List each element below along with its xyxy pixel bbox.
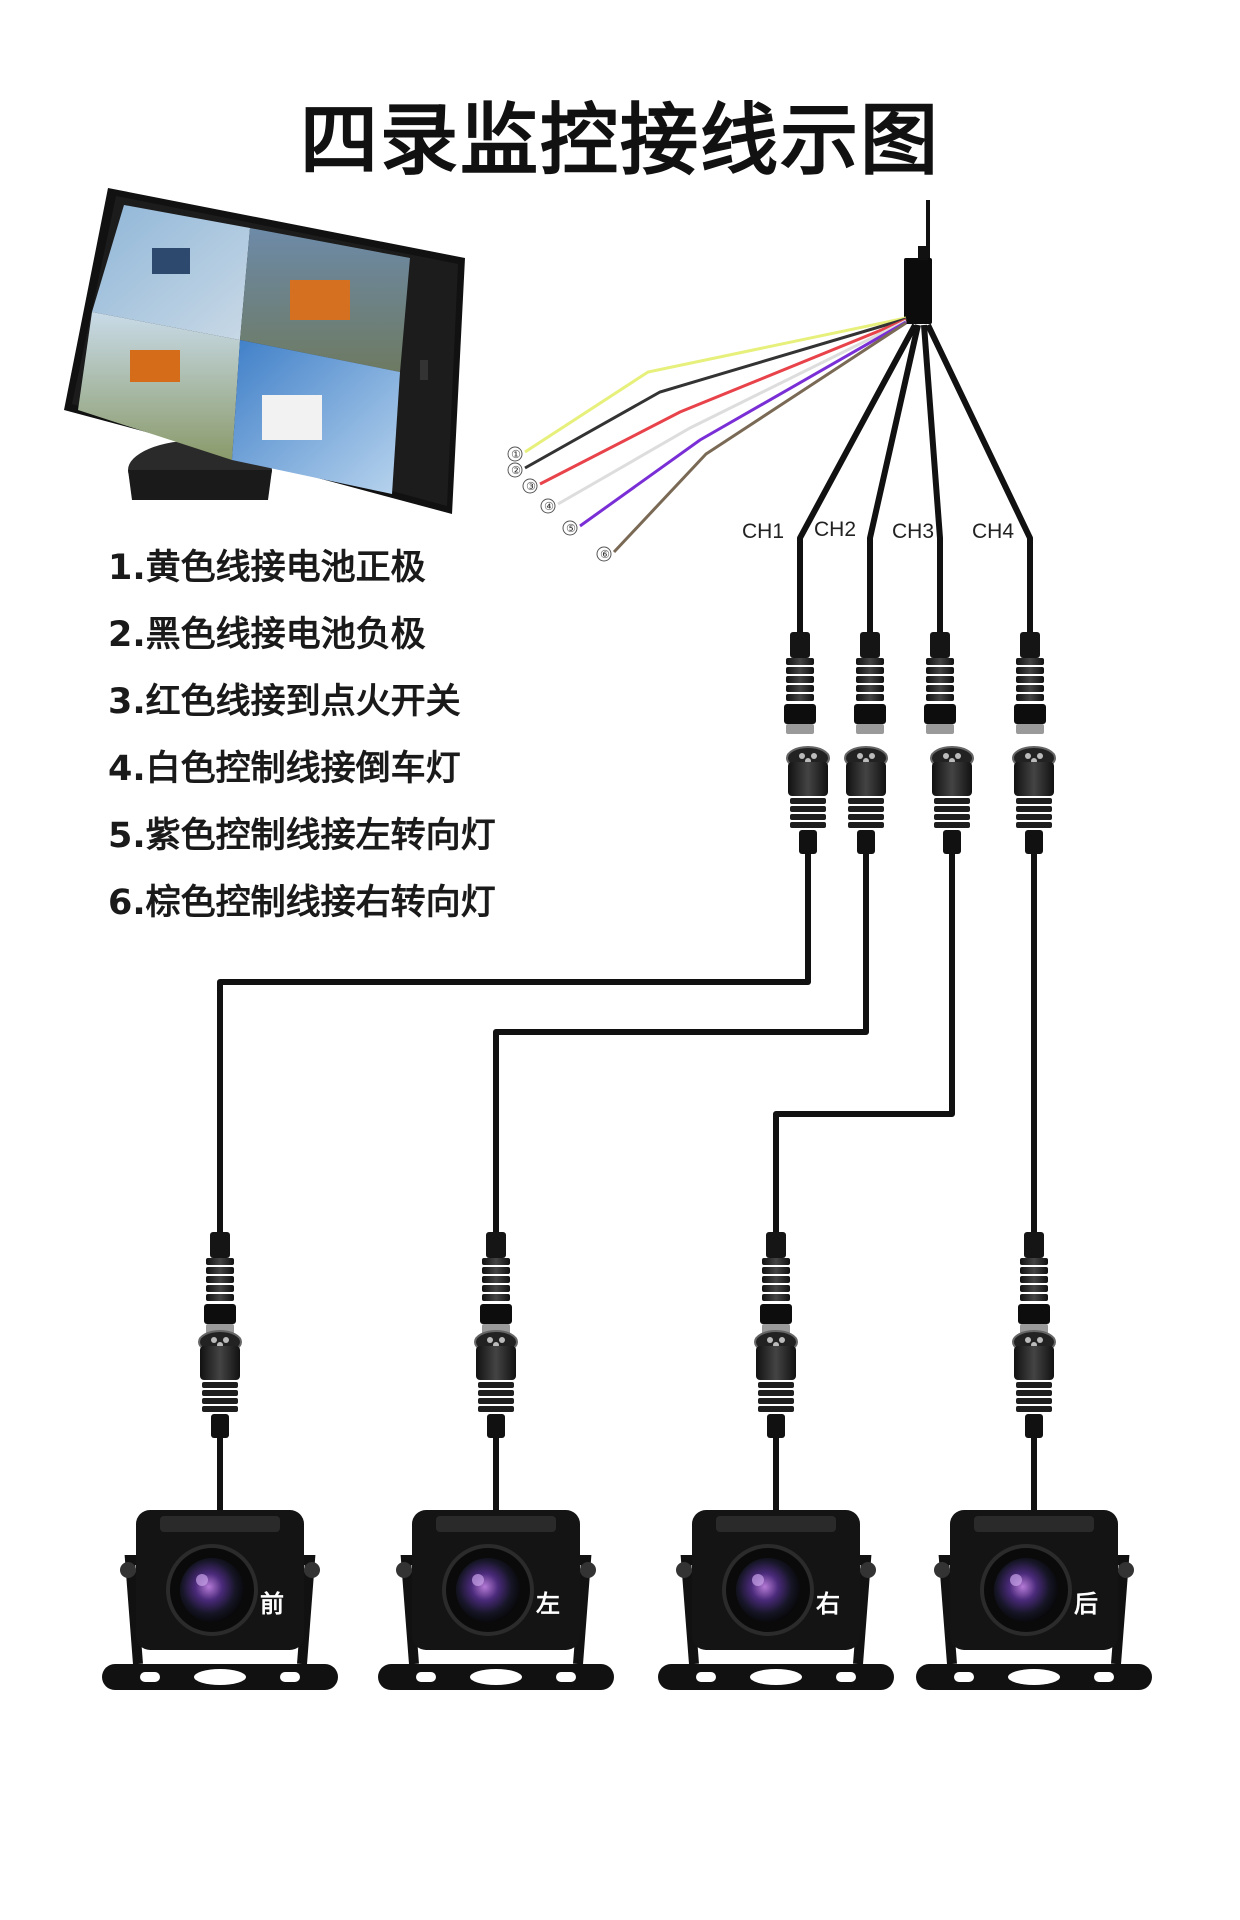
female-connector-ch2 bbox=[844, 746, 888, 854]
power-wire-2 bbox=[524, 317, 907, 470]
camera-label-2: 左 bbox=[536, 1590, 560, 1618]
wiring-legend: 1.黄色线接电池正极 2.黑色线接电池负极 3.红色线接到点火开关 4.白色控制… bbox=[108, 544, 496, 946]
camera-label-1: 前 bbox=[260, 1590, 284, 1618]
camera-female-connector-3 bbox=[754, 1330, 798, 1438]
channel-label-2: CH2 bbox=[814, 518, 856, 541]
wire-number-circle-5 bbox=[562, 520, 578, 536]
channel-cables bbox=[797, 323, 1033, 640]
male-connector-ch4 bbox=[1014, 632, 1046, 734]
channel-labels: CH1 CH2 CH3 CH4 bbox=[742, 518, 1014, 543]
power-wire-3 bbox=[539, 318, 907, 486]
camera-2: 左 bbox=[378, 1438, 614, 1690]
camera-male-connector-1 bbox=[204, 1232, 236, 1334]
wire-number-4: ④ bbox=[544, 500, 554, 513]
camera-label-3: 右 bbox=[816, 1590, 840, 1618]
upper-connectors bbox=[784, 632, 1056, 854]
camera-male-connector-2 bbox=[480, 1232, 512, 1334]
power-wire-1 bbox=[524, 316, 907, 454]
power-wire-5 bbox=[579, 320, 907, 528]
female-connector-ch3 bbox=[930, 746, 974, 854]
channel-label-1: CH1 bbox=[742, 520, 784, 543]
channel-label-3: CH3 bbox=[892, 520, 934, 543]
camera-label-4: 后 bbox=[1074, 1590, 1098, 1618]
wire-number-circle-6 bbox=[596, 546, 612, 562]
wire-number-circle-3 bbox=[522, 478, 538, 494]
camera-female-connector-2 bbox=[474, 1330, 518, 1438]
legend-item-2: 2.黑色线接电池负极 bbox=[108, 615, 426, 655]
wire-number-circle-4 bbox=[540, 498, 556, 514]
male-connector-ch2 bbox=[854, 632, 886, 734]
power-wire-4 bbox=[557, 319, 907, 506]
page-title: 四录监控接线示图 bbox=[299, 96, 940, 186]
wire-number-6: ⑥ bbox=[600, 548, 610, 561]
wire-number-3: ③ bbox=[526, 480, 536, 493]
cameras: 前左右后 bbox=[102, 1438, 1152, 1690]
legend-item-3: 3.红色线接到点火开关 bbox=[108, 682, 461, 722]
male-connector-ch3 bbox=[924, 632, 956, 734]
legend-item-6: 6.棕色控制线接右转向灯 bbox=[108, 883, 496, 923]
legend-item-5: 5.紫色控制线接左转向灯 bbox=[108, 816, 496, 856]
legend-item-4: 4.白色控制线接倒车灯 bbox=[108, 749, 461, 789]
wire-number-1: ① bbox=[511, 448, 521, 461]
camera-4: 后 bbox=[916, 1438, 1152, 1690]
wire-number-circle-2 bbox=[507, 462, 523, 478]
camera-3: 右 bbox=[658, 1438, 894, 1690]
camera-cables bbox=[217, 830, 1037, 1240]
power-harness bbox=[904, 200, 932, 324]
lower-connectors bbox=[198, 1232, 1056, 1438]
legend-item-1: 1.黄色线接电池正极 bbox=[108, 548, 426, 588]
camera-female-connector-1 bbox=[198, 1330, 242, 1438]
camera-male-connector-3 bbox=[760, 1232, 792, 1334]
monitor-image bbox=[64, 188, 465, 514]
power-wire-6 bbox=[612, 321, 907, 554]
wire-number-2: ② bbox=[511, 464, 521, 477]
male-connector-ch1 bbox=[784, 632, 816, 734]
camera-female-connector-4 bbox=[1012, 1330, 1056, 1438]
camera-1: 前 bbox=[102, 1438, 338, 1690]
camera-male-connector-4 bbox=[1018, 1232, 1050, 1334]
wire-number-5: ⑤ bbox=[566, 522, 576, 535]
channel-label-4: CH4 bbox=[972, 520, 1014, 543]
wire-number-circle-1 bbox=[507, 446, 523, 462]
